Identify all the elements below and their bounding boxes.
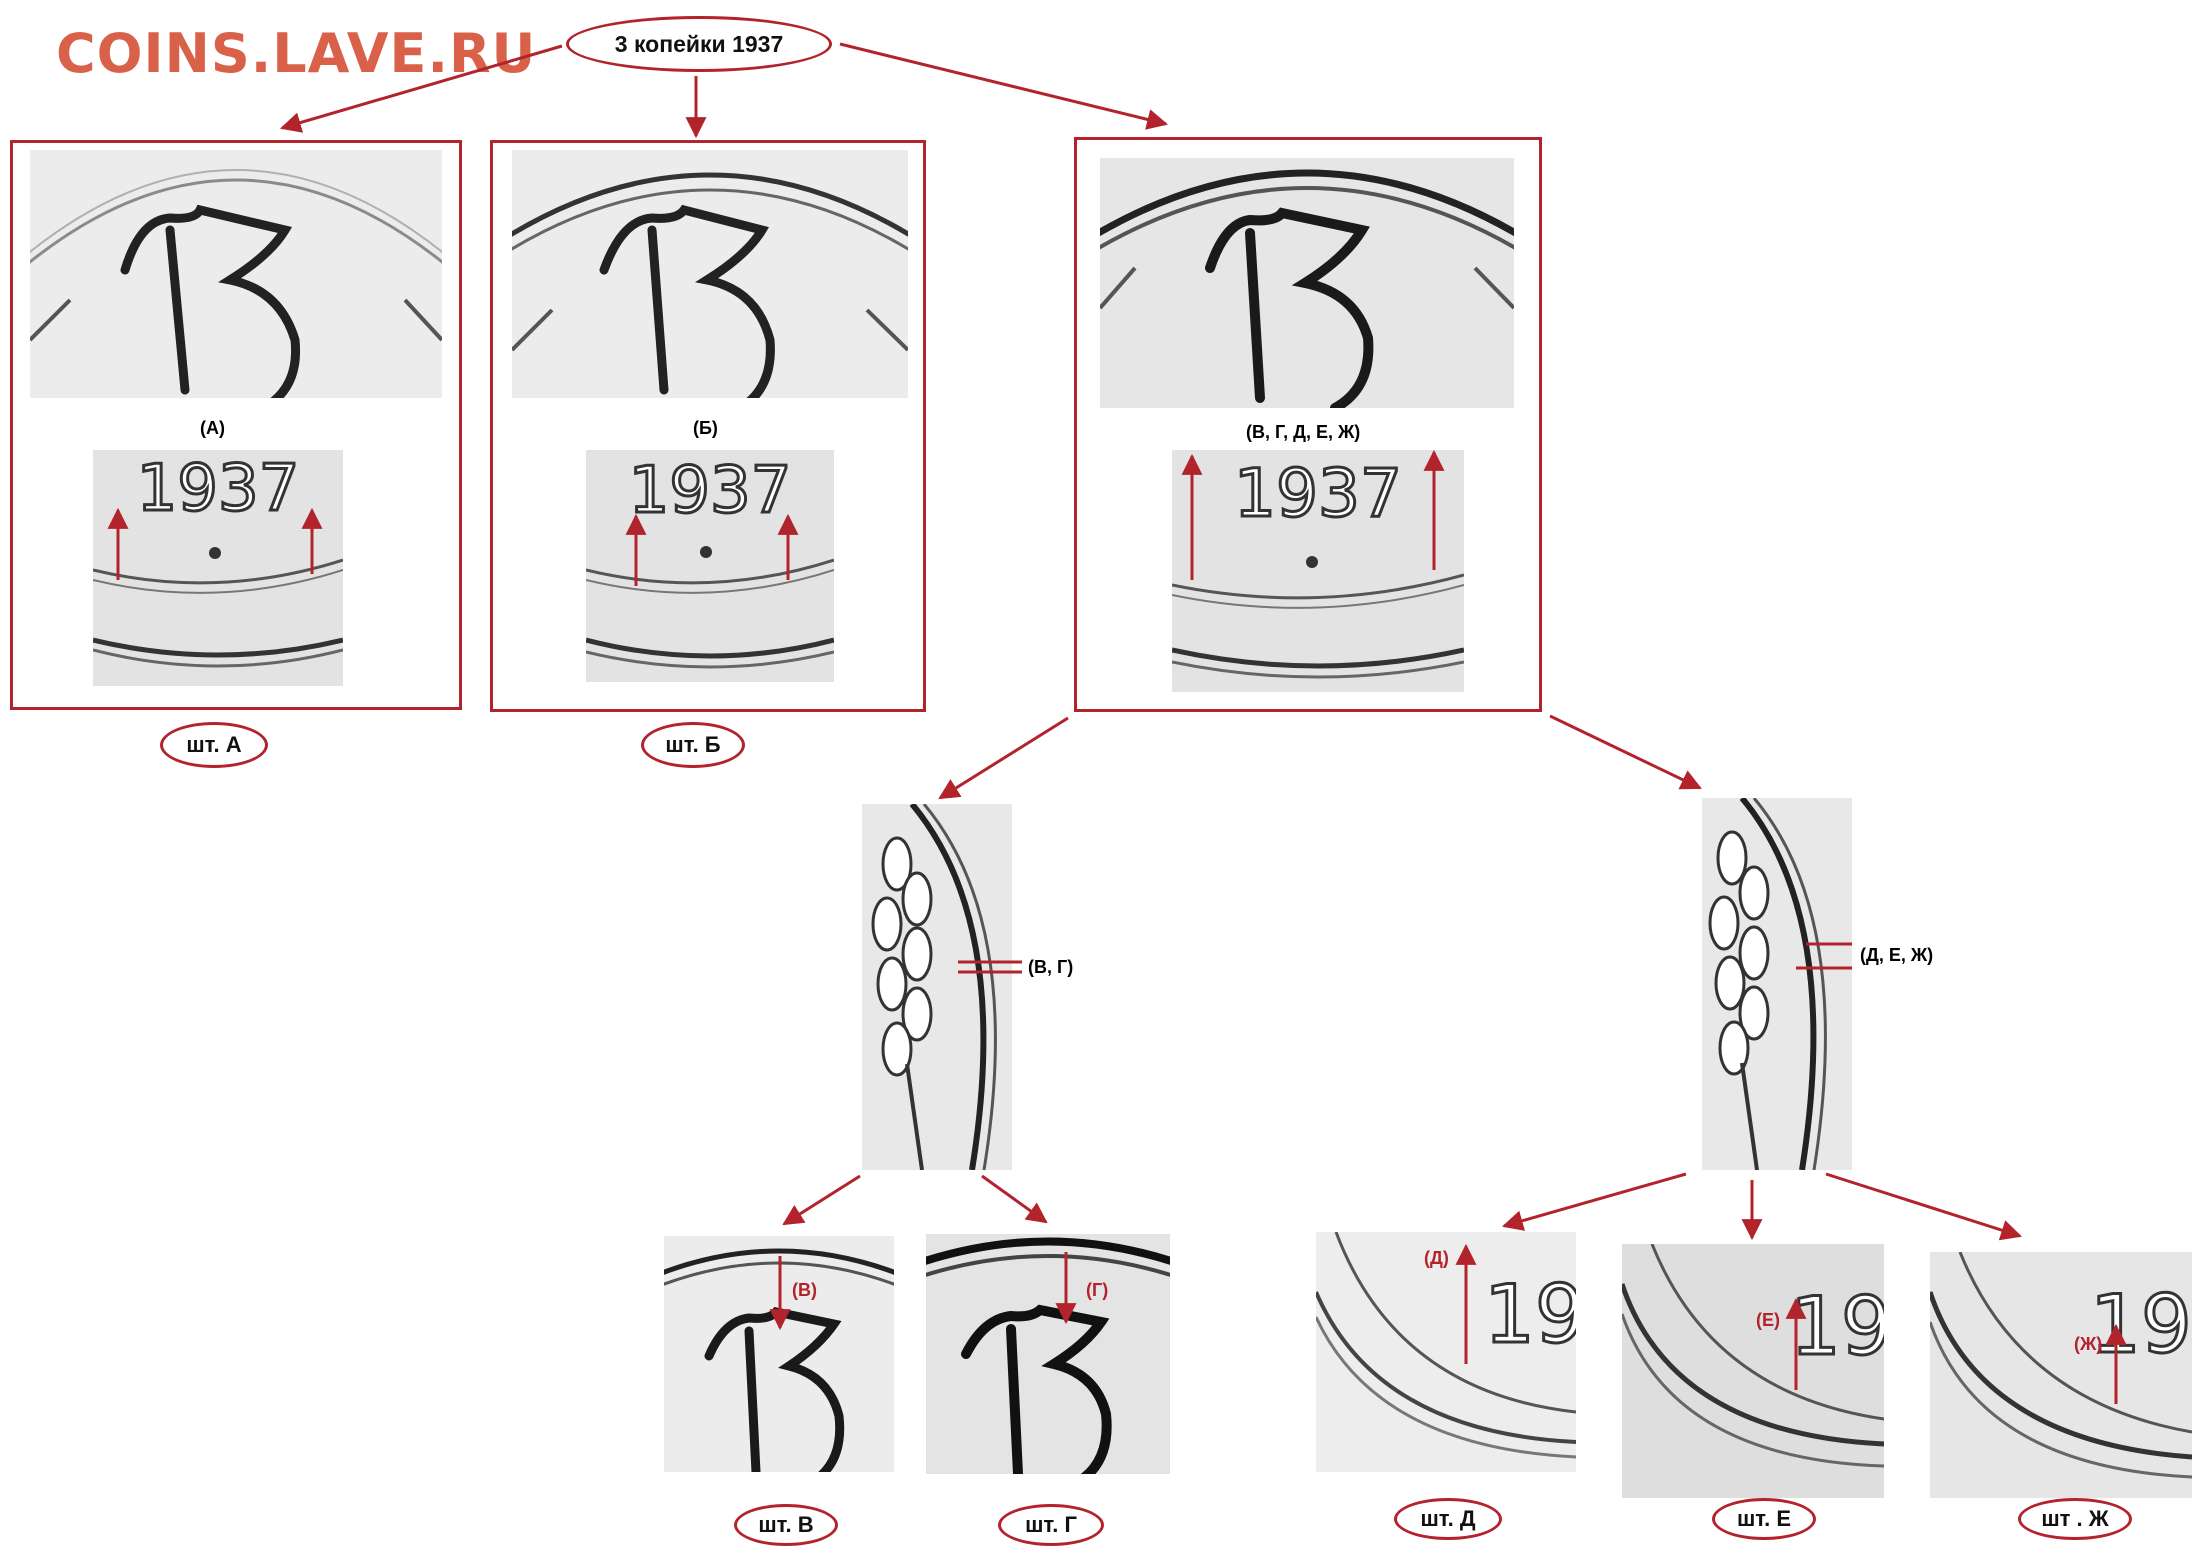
svg-text:19: 19: [2090, 1278, 2192, 1371]
svg-text:19: 19: [1790, 1280, 1884, 1373]
die-label-d: шт. Д: [1394, 1498, 1502, 1540]
ear-right-note: (Д, Е, Ж): [1860, 945, 1934, 965]
die-label-zh: шт . Ж: [2018, 1498, 2132, 1540]
die-label-e: шт. Е: [1712, 1498, 1816, 1540]
arrow-ear-left-to-v: [782, 1174, 861, 1226]
panel-a-caption: (А): [200, 418, 225, 438]
detail-e-caption: (Е): [1756, 1310, 1780, 1330]
detail-g-photo: [926, 1234, 1170, 1474]
arrow-ear-right-to-d: [1501, 1172, 1687, 1231]
svg-text:1937: 1937: [629, 454, 792, 528]
detail-zh-caption: (Ж): [2074, 1334, 2103, 1354]
panel-b-numeral-photo: [512, 150, 908, 398]
detail-g-caption: (Г): [1086, 1280, 1109, 1300]
detail-e-photo: 19: [1622, 1244, 1884, 1498]
detail-d-photo: 19: [1316, 1232, 1576, 1472]
detail-v-caption: (В): [792, 1280, 817, 1300]
panel-c-numeral-photo: [1100, 158, 1514, 408]
panel-a-numeral-photo: [30, 150, 442, 398]
panel-c-caption: (В, Г, Д, Е, Ж): [1246, 422, 1361, 442]
panel-a-year-photo: 1937: [93, 450, 343, 686]
panel-b-frame: [490, 140, 926, 712]
svg-text:19: 19: [1484, 1268, 1576, 1361]
detail-zh-photo: 19: [1930, 1252, 2192, 1498]
ear-right-photo: [1702, 798, 1852, 1170]
detail-v-photo: [664, 1236, 894, 1472]
die-label-v: шт. В: [734, 1504, 838, 1546]
die-label-g: шт. Г: [998, 1504, 1104, 1546]
panel-c-frame: [1074, 137, 1542, 712]
site-watermark: COINS.LAVE.RU: [56, 22, 537, 85]
ear-left-photo: [862, 804, 1012, 1170]
panel-c-year-photo: 1937: [1172, 450, 1464, 692]
arrow-c-to-ear-left: [938, 716, 1069, 800]
svg-text:1937: 1937: [1234, 455, 1402, 532]
ear-left-note: (В, Г): [1028, 957, 1074, 977]
arrow-root-to-c: [839, 42, 1169, 130]
panel-b-caption: (Б): [693, 418, 718, 438]
detail-d-caption: (Д): [1424, 1248, 1449, 1268]
die-label-a: шт. А: [160, 722, 268, 768]
arrow-ear-right-to-zh: [1825, 1172, 2023, 1241]
svg-text:1937: 1937: [137, 452, 300, 526]
root-title: 3 копейки 1937: [566, 16, 832, 72]
arrow-ear-left-to-g: [981, 1174, 1048, 1224]
panel-a-frame: [10, 140, 462, 710]
die-label-b: шт. Б: [641, 722, 745, 768]
arrow-c-to-ear-right: [1549, 714, 1702, 790]
panel-b-year-photo: 1937: [586, 450, 834, 682]
